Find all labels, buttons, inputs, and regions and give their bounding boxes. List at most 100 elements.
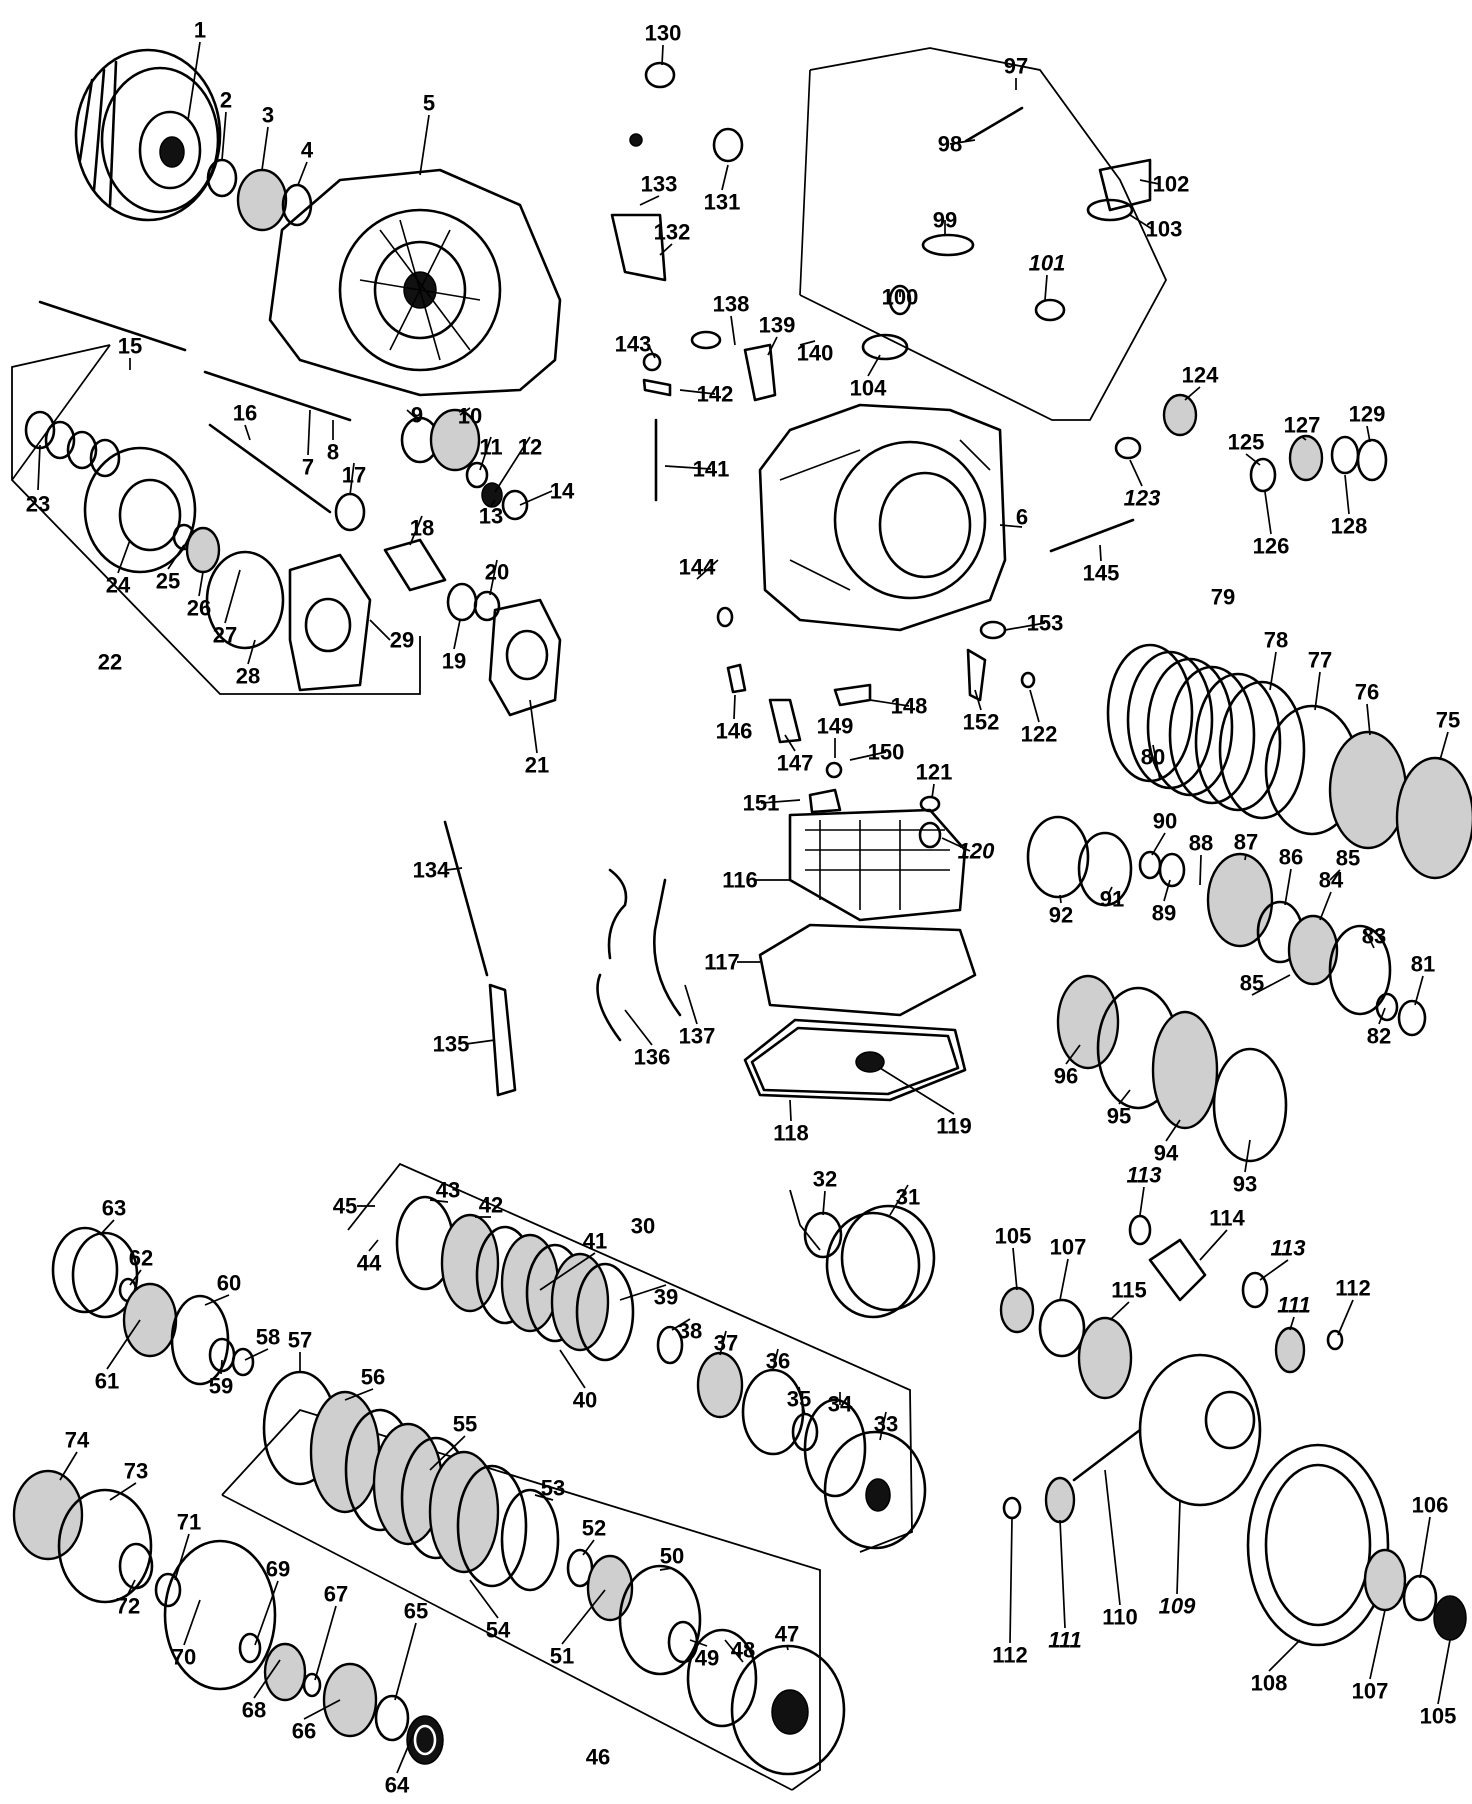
callout-16: 16 [233,401,257,426]
callout-119: 119 [936,1114,972,1139]
callout-109: 109 [1159,1594,1196,1619]
callout-49: 49 [695,1646,719,1671]
callout-35: 35 [787,1387,811,1412]
callout-52: 52 [582,1516,606,1541]
callout-69: 69 [266,1557,290,1582]
callout-75: 75 [1436,708,1460,733]
callout-71: 71 [177,1510,201,1535]
callout-113: 113 [1270,1236,1305,1261]
callout-110: 110 [1102,1605,1138,1630]
callout-4: 4 [301,138,314,163]
callout-42: 42 [479,1193,503,1218]
callout-65: 65 [404,1599,428,1624]
callout-116: 116 [722,868,758,893]
callout-5: 5 [423,91,435,116]
callout-118: 118 [773,1121,809,1146]
callout-93: 93 [1233,1172,1257,1197]
callout-96: 96 [1054,1064,1078,1089]
callout-125: 125 [1228,430,1265,455]
callout-92: 92 [1049,903,1073,928]
callout-145: 145 [1083,561,1120,586]
part-pan-gasket [758,923,977,1017]
callout-127: 127 [1284,413,1321,438]
callout-85: 85 [1240,971,1264,996]
callout-112: 112 [992,1643,1028,1668]
callout-47: 47 [775,1622,799,1647]
part-small-components [24,61,1388,849]
part-valve-body [788,808,967,922]
callout-128: 128 [1331,514,1368,539]
callout-133: 133 [641,172,678,197]
callout-79: 79 [1211,585,1235,610]
callout-17: 17 [342,463,366,488]
callout-33: 33 [874,1412,898,1437]
callout-46: 46 [586,1745,610,1770]
callout-134: 134 [413,858,450,883]
callout-111: 111 [1277,1293,1310,1318]
callout-91: 91 [1100,887,1124,912]
callout-132: 132 [654,220,691,245]
callout-28: 28 [236,664,260,689]
callout-122: 122 [1021,722,1058,747]
callout-25: 25 [156,569,180,594]
callout-57: 57 [288,1328,312,1353]
callout-55: 55 [453,1412,477,1437]
callout-108: 108 [1251,1671,1288,1696]
callout-70: 70 [172,1645,196,1670]
callout-98: 98 [938,132,962,157]
callout-37: 37 [714,1331,738,1356]
part-clutch-stack-46 [262,1370,846,1776]
callout-40: 40 [573,1388,597,1413]
callout-104: 104 [850,376,887,401]
callout-68: 68 [242,1698,266,1723]
callout-50: 50 [660,1544,684,1569]
callout-95: 95 [1107,1104,1131,1129]
callout-140: 140 [797,341,834,366]
part-side-cover [488,598,562,717]
callout-19: 19 [442,649,466,674]
callout-84: 84 [1319,868,1344,893]
callout-144: 144 [679,555,716,580]
callout-12: 12 [518,435,542,460]
callout-102: 102 [1153,172,1190,197]
callout-123: 123 [1124,486,1161,511]
callout-101: 101 [1029,251,1066,276]
callout-138: 138 [713,292,750,317]
callout-39: 39 [654,1285,678,1310]
callout-64: 64 [385,1773,410,1798]
callout-115: 115 [1111,1278,1147,1303]
callout-67: 67 [324,1582,348,1607]
callout-45: 45 [333,1194,357,1219]
callout-106: 106 [1412,1493,1449,1518]
callout-21: 21 [525,753,549,778]
callout-18: 18 [410,516,434,541]
callout-129: 129 [1349,402,1386,427]
part-left-gear-set [12,1226,444,1765]
callout-142: 142 [697,382,734,407]
callout-135: 135 [433,1032,470,1057]
part-torque-converter [74,48,222,222]
callout-36: 36 [766,1349,790,1374]
callout-63: 63 [102,1196,126,1221]
callout-147: 147 [777,751,814,776]
callout-87: 87 [1234,830,1258,855]
callout-20: 20 [485,560,509,585]
callout-124: 124 [1182,363,1219,388]
callout-141: 141 [693,457,730,482]
callout-9: 9 [411,403,423,428]
callout-48: 48 [731,1638,755,1663]
callout-3: 3 [262,103,274,128]
part-converter-housing [268,168,562,397]
callout-74: 74 [65,1428,90,1453]
callout-7: 7 [302,455,314,480]
callout-82: 82 [1367,1024,1391,1049]
part-oil-pan [743,1018,967,1102]
callout-29: 29 [390,628,414,653]
callout-34: 34 [828,1392,853,1417]
callout-148: 148 [891,694,928,719]
callout-15: 15 [118,334,142,359]
callout-151: 151 [743,791,780,816]
callout-30: 30 [631,1214,655,1239]
callout-90: 90 [1153,809,1177,834]
callout-153: 153 [1027,611,1064,636]
